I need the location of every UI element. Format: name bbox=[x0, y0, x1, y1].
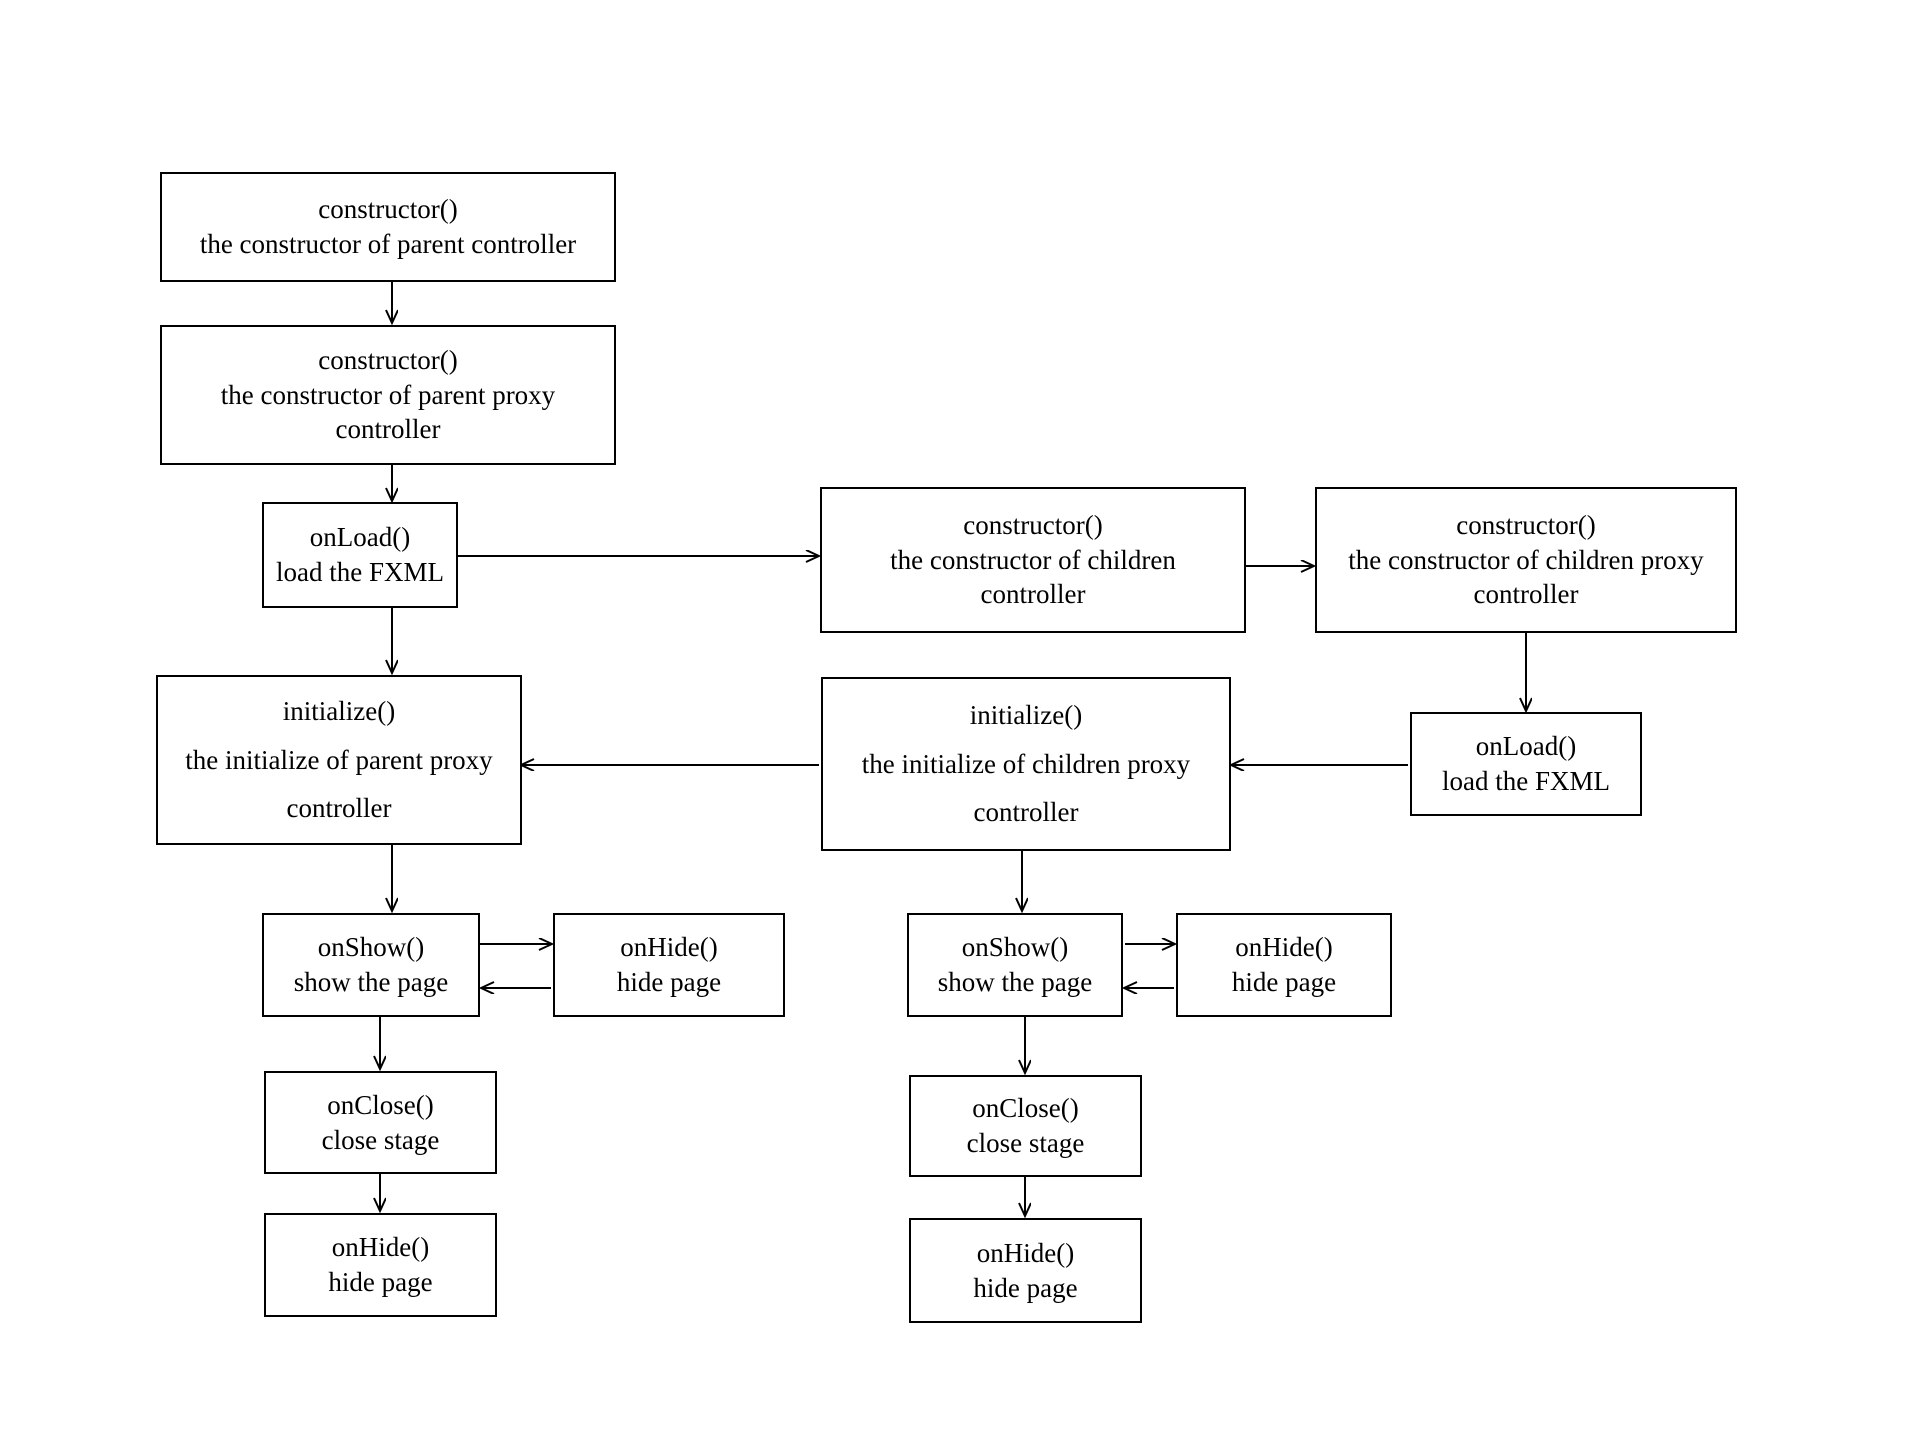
node-line: controller bbox=[1473, 579, 1579, 610]
node-line: controller bbox=[335, 414, 441, 445]
node-line: onLoad() bbox=[309, 522, 411, 553]
node-line: load the FXML bbox=[276, 557, 444, 587]
node-line: onHide() bbox=[620, 932, 718, 963]
node-children-onclose[interactable]: onClose() close stage bbox=[909, 1075, 1142, 1177]
node-line: show the page bbox=[937, 967, 1093, 997]
node-line: onHide() bbox=[1235, 932, 1333, 963]
node-children-onshow[interactable]: onShow() show the page bbox=[907, 913, 1123, 1017]
node-line: constructor() bbox=[1456, 510, 1596, 541]
node-line: constructor() bbox=[963, 510, 1103, 541]
node-line: the initialize of children proxy bbox=[861, 748, 1191, 779]
node-line: constructor() bbox=[318, 345, 458, 376]
node-line: onHide() bbox=[976, 1237, 1075, 1268]
node-children-onhide-side[interactable]: onHide() hide page bbox=[1176, 913, 1392, 1017]
node-line: controller bbox=[286, 793, 392, 824]
node-children-constructor[interactable]: constructor() the constructor of childre… bbox=[820, 487, 1246, 633]
node-children-initialize[interactable]: initialize() the initialize of children … bbox=[821, 677, 1231, 851]
node-line: hide page bbox=[973, 1272, 1078, 1303]
node-line: show the page bbox=[293, 967, 449, 997]
node-line: the constructor of children proxy bbox=[1348, 544, 1704, 575]
node-line: the initialize of parent proxy bbox=[185, 744, 493, 775]
node-line: onHide() bbox=[331, 1232, 430, 1263]
node-line: onShow() bbox=[317, 932, 425, 963]
node-parent-onhide-bottom[interactable]: onHide() hide page bbox=[264, 1213, 497, 1317]
node-line: the constructor of parent proxy bbox=[220, 379, 556, 410]
node-children-onload[interactable]: onLoad() load the FXML bbox=[1410, 712, 1642, 816]
node-line: controller bbox=[973, 797, 1079, 828]
node-line: onShow() bbox=[961, 932, 1069, 963]
node-children-proxy-constructor[interactable]: constructor() the constructor of childre… bbox=[1315, 487, 1737, 633]
node-line: controller bbox=[980, 579, 1086, 610]
node-parent-onclose[interactable]: onClose() close stage bbox=[264, 1071, 497, 1174]
node-parent-constructor[interactable]: constructor() the constructor of parent … bbox=[160, 172, 616, 282]
node-line: hide page bbox=[616, 967, 722, 997]
node-line: initialize() bbox=[969, 700, 1083, 731]
node-parent-proxy-constructor[interactable]: constructor() the constructor of parent … bbox=[160, 325, 616, 465]
node-line: close stage bbox=[321, 1124, 440, 1155]
node-parent-initialize[interactable]: initialize() the initialize of parent pr… bbox=[156, 675, 522, 845]
node-parent-onload[interactable]: onLoad() load the FXML bbox=[262, 502, 458, 608]
node-line: load the FXML bbox=[1442, 766, 1610, 796]
node-line: constructor() bbox=[318, 194, 458, 225]
node-line: onClose() bbox=[327, 1089, 434, 1120]
node-line: hide page bbox=[328, 1267, 433, 1297]
node-line: the constructor of children bbox=[890, 544, 1176, 575]
node-parent-onhide-side[interactable]: onHide() hide page bbox=[553, 913, 785, 1017]
node-line: the constructor of parent controller bbox=[199, 229, 577, 259]
node-children-onhide-bottom[interactable]: onHide() hide page bbox=[909, 1218, 1142, 1323]
node-parent-onshow[interactable]: onShow() show the page bbox=[262, 913, 480, 1017]
node-line: onLoad() bbox=[1475, 731, 1577, 762]
node-line: close stage bbox=[966, 1128, 1085, 1158]
node-line: hide page bbox=[1231, 967, 1337, 997]
node-line: initialize() bbox=[282, 696, 396, 727]
node-line: onClose() bbox=[972, 1093, 1079, 1124]
